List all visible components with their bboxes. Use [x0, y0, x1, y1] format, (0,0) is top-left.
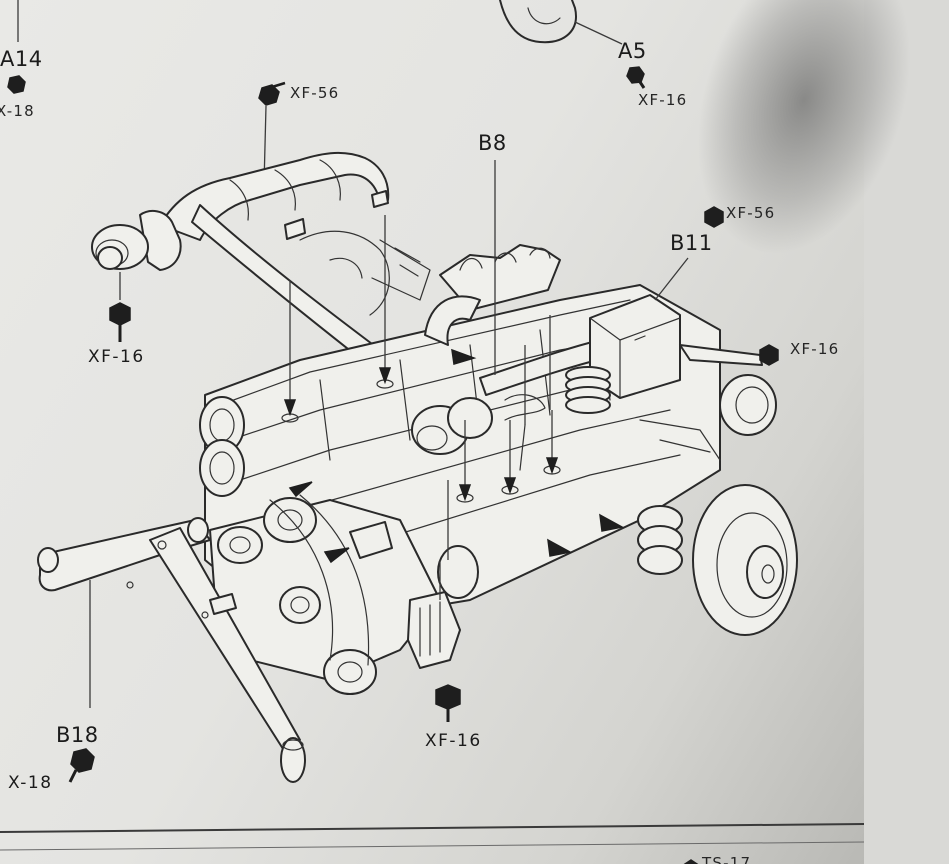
b18-part: B18 X-18: [8, 517, 306, 793]
assembly-arrows: [283, 215, 625, 600]
footer-strip: TS-17: [0, 823, 865, 864]
paint-code-xf56-top: XF-56: [290, 84, 339, 102]
front-pulleys: [209, 481, 479, 695]
paint-marker-icon: [70, 748, 95, 773]
paint-code-xf56-b11: XF-56: [726, 204, 775, 222]
paint-code-footer: TS-17: [701, 854, 751, 864]
paint-code-xf16-bottom: XF-16: [425, 731, 482, 751]
part-label-b11: B11: [670, 231, 713, 255]
b11-part: B11 XF-56: [565, 204, 775, 414]
b8-callout: B8: [451, 131, 507, 375]
pointer-arrow-icon: [288, 481, 313, 498]
paint-code-x18-b18: X-18: [8, 773, 53, 793]
paint-marker-icon: [435, 684, 461, 710]
center-manifold: [411, 244, 606, 455]
engine-assembly-diagram: A14 X-18 A5 XF-16 XF-56 XF-16: [0, 0, 865, 864]
paint-code-xf16-a5: XF-16: [638, 91, 687, 109]
pointer-arrow-icon: [451, 348, 477, 365]
a5-callout: A5 XF-16: [499, 0, 687, 109]
paint-marker-icon: [109, 302, 131, 326]
paint-marker-icon: [626, 66, 645, 84]
right-suspension: XF-16: [637, 340, 839, 636]
paint-code-xf16-right: XF-16: [790, 340, 839, 358]
pointer-arrow-icon: [323, 547, 350, 564]
paint-marker-icon: [759, 344, 779, 366]
part-label-b18: B18: [56, 723, 99, 747]
paint-code-xf16-left: XF-16: [88, 347, 145, 367]
paint-marker-icon: [683, 859, 699, 864]
xf16-bottom-callout: XF-16: [425, 684, 482, 751]
part-label-a5: A5: [618, 39, 647, 63]
part-label-b8: B8: [478, 131, 507, 155]
paint-marker-icon: [704, 206, 724, 228]
part-label-a14: A14: [0, 47, 43, 71]
paint-code-x18-top: X-18: [0, 102, 35, 120]
paint-marker-icon: [7, 75, 26, 94]
a14-callout: A14 X-18: [0, 0, 43, 120]
paint-marker-icon: [258, 84, 280, 106]
left-exhaust-manifold: XF-16: [88, 151, 390, 367]
xf56-top-callout: XF-56: [258, 81, 339, 186]
